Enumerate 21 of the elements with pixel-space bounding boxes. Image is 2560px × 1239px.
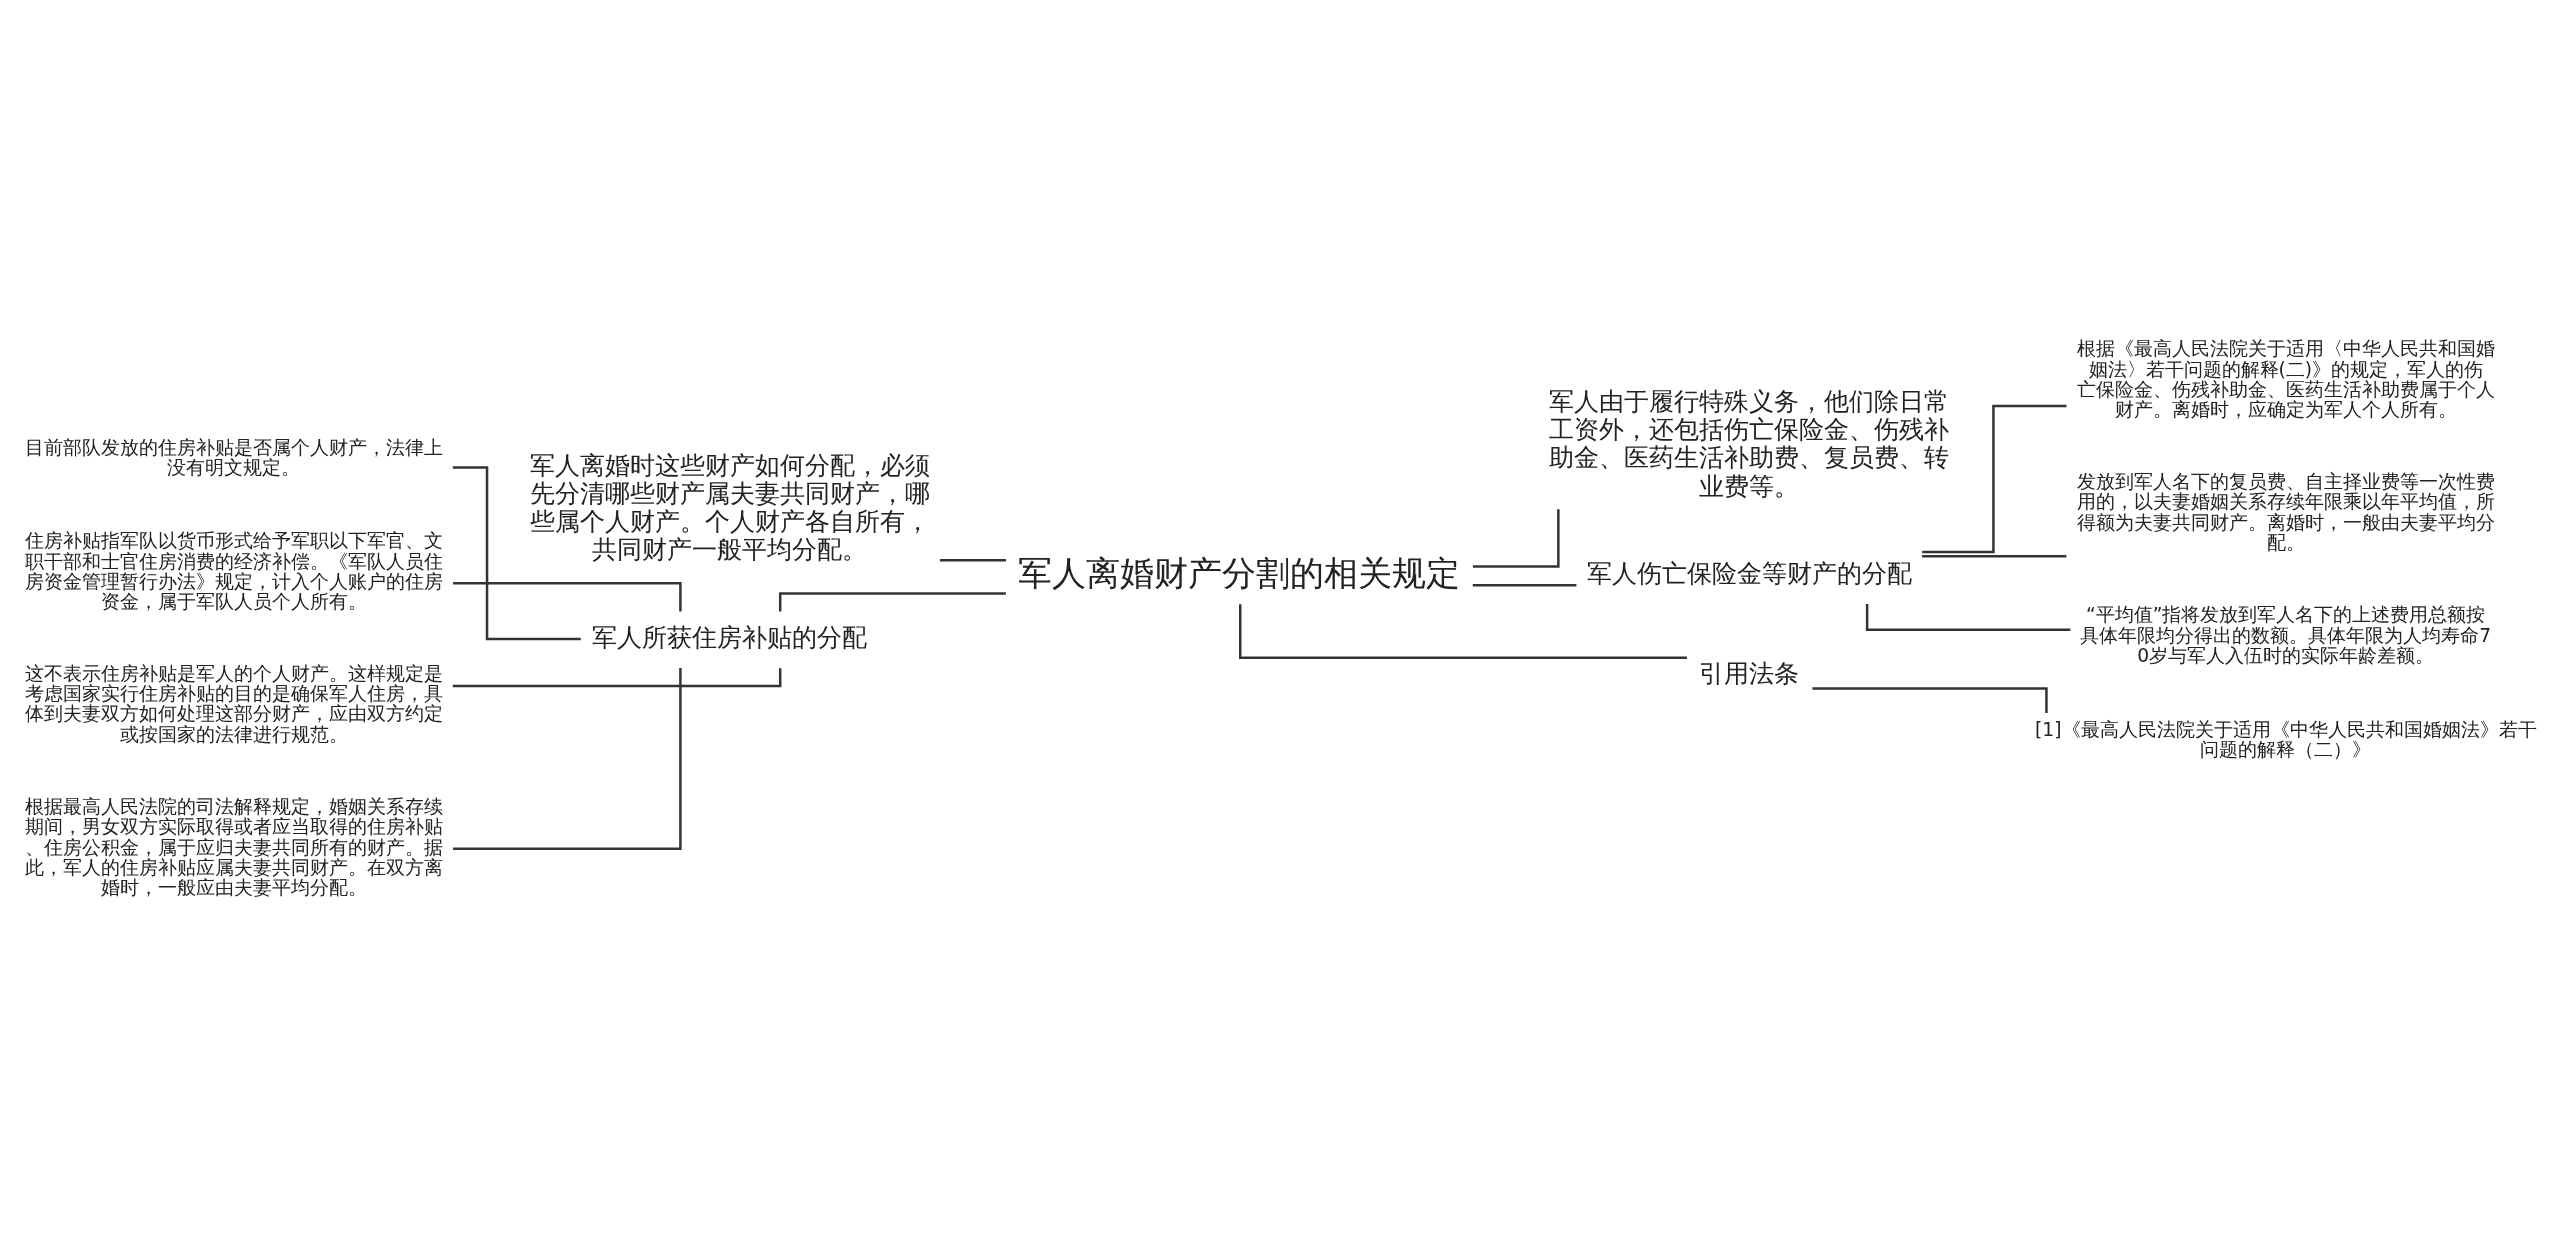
node-text: “平均值”指将发放到军人名下的上述费用总额按具体年限均分得出的数额。具体年限为人均寿命70岁与军人入伍时的实际年龄差额。 — [2080, 603, 2492, 666]
node-text: 军人离婚财产分割的相关规定 — [1018, 552, 1461, 593]
node-text: 军人伤亡保险金等财产的分配 — [1586, 558, 1912, 588]
node-text: 目前部队发放的住房补贴是否属个人财产，法律上没有明文规定。 — [24, 436, 443, 478]
node-text: 根据《最高人民法院关于适用〈中华人民共和国婚姻法〉若干问题的解释(二)》的规定，军人的伤亡保险金、伤残补助金、医药生活补助费属于个人财产。离婚时，应确定为军人个人所有。 — [2076, 337, 2495, 420]
node-text: 军人离婚时这些财产如何分配，必须先分清哪些财产属夫妻共同财产，哪些属个人财产。个人财产各自所有，共同财产一般平均分配。 — [529, 450, 930, 564]
connector — [1922, 554, 2067, 557]
node-text: 军人所获住房补贴的分配 — [592, 622, 868, 652]
node-text: [1]《最高人民法院关于适用《中华人民共和国婚姻法》若干问题的解释（二）》 — [2035, 718, 2537, 760]
node-text: 这不表示住房补贴是军人的个人财产。这样规定是考虑国家实行住房补贴的目的是确保军人住房，具体到夫妻双方如何处理这部分财产，应由双方约定或按国家的法律进行规范。 — [24, 662, 443, 745]
node-text: 住房补贴指军队以货币形式给予军职以下军官、文职干部和士官住房消费的经济补偿。《军队人员住房资金管理暂行办法》规定，计入个人账户的住房资金，属于军队人员个人所有。 — [24, 529, 443, 612]
connector — [453, 667, 682, 850]
node-text: 根据最高人民法院的司法解释规定，婚姻关系存续期间，男女双方实际取得或者应当取得的住房补贴、住房公积金，属于应归夫妻共同所有的财产。据此，军人的住房补贴应属夫妻共同财产。在双方离婚时，一般应由夫妻平均分配。 — [24, 795, 443, 898]
connector — [1239, 603, 1687, 659]
connector — [939, 558, 1006, 562]
connector — [1472, 508, 1560, 568]
node-text: 发放到军人名下的复员费、自主择业费等一次性费用的，以夫妻婚姻关系存续年限乘以年平均值，所得额为夫妻共同财产。离婚时，一般由夫妻平均分配。 — [2076, 470, 2495, 553]
connector — [1922, 404, 2067, 553]
node-text: 军人由于履行特殊义务，他们除日常工资外，还包括伤亡保险金、伤残补助金、医药生活补助费、复员费、转业费等。 — [1549, 386, 1950, 501]
node-text: 引用法条 — [1699, 658, 1800, 688]
connector — [1472, 583, 1577, 587]
